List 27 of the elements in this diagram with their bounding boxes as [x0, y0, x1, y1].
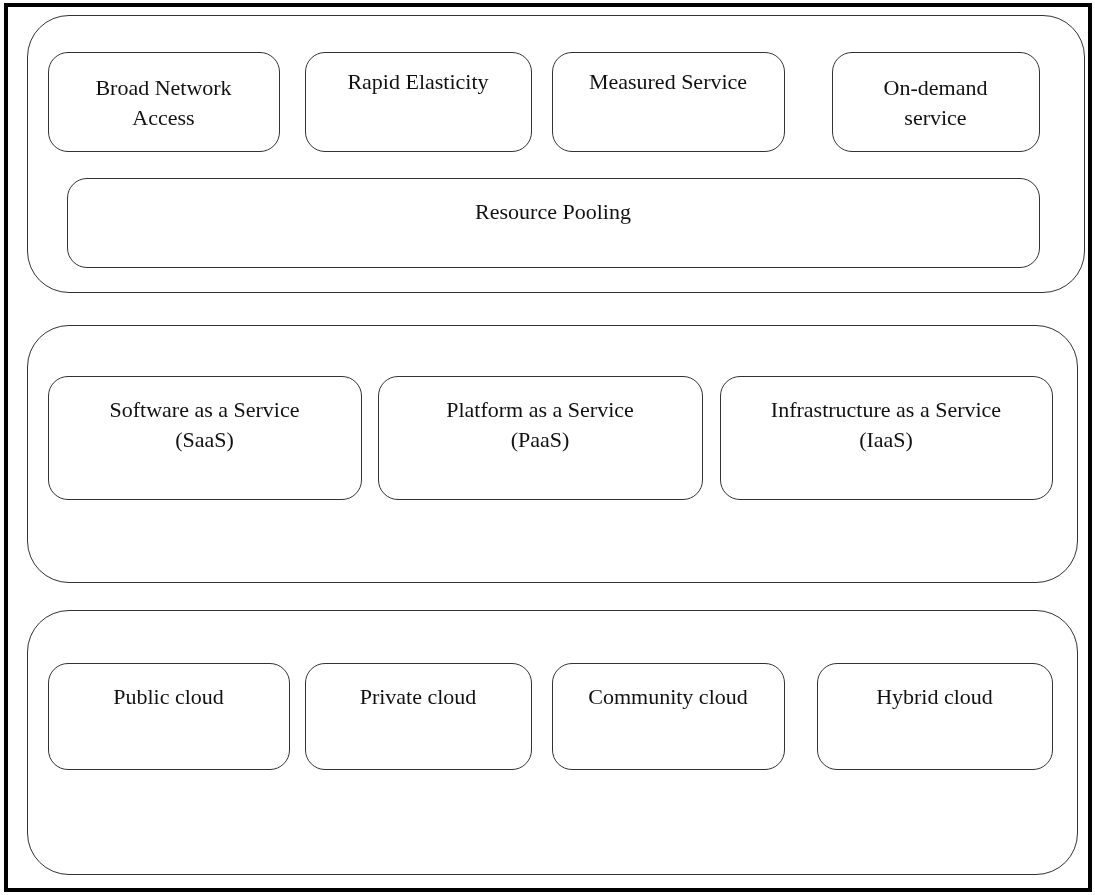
feature-box	[831, 51, 1040, 152]
feature-box	[551, 662, 785, 770]
box-label: Platform as a Service (PaaS)	[445, 395, 635, 455]
feature-box	[47, 375, 362, 500]
feature-box	[304, 51, 532, 152]
feature-box	[719, 375, 1053, 500]
feature-box	[377, 375, 703, 500]
feature-box	[47, 51, 280, 152]
box-label: Public cloud	[112, 682, 225, 711]
panel-background	[27, 325, 1078, 583]
box-label: Rapid Elasticity	[346, 67, 490, 96]
box-label: Broad Network Access	[94, 73, 233, 133]
box-label: On-demand service	[882, 73, 989, 133]
panel-background	[27, 15, 1085, 293]
panel-background	[27, 610, 1078, 875]
box-label: Infrastructure as a Service (IaaS)	[769, 395, 1003, 455]
feature-box	[304, 662, 532, 770]
feature-box	[66, 177, 1040, 268]
box-label: Resource Pooling	[474, 197, 632, 226]
box-label: Software as a Service (SaaS)	[108, 395, 301, 455]
box-label: Hybrid cloud	[875, 682, 994, 711]
feature-box	[816, 662, 1053, 770]
box-label: Private cloud	[358, 682, 478, 711]
box-label: Measured Service	[587, 67, 749, 96]
feature-box	[551, 51, 785, 152]
box-label: Community cloud	[587, 682, 749, 711]
feature-box	[47, 662, 290, 770]
